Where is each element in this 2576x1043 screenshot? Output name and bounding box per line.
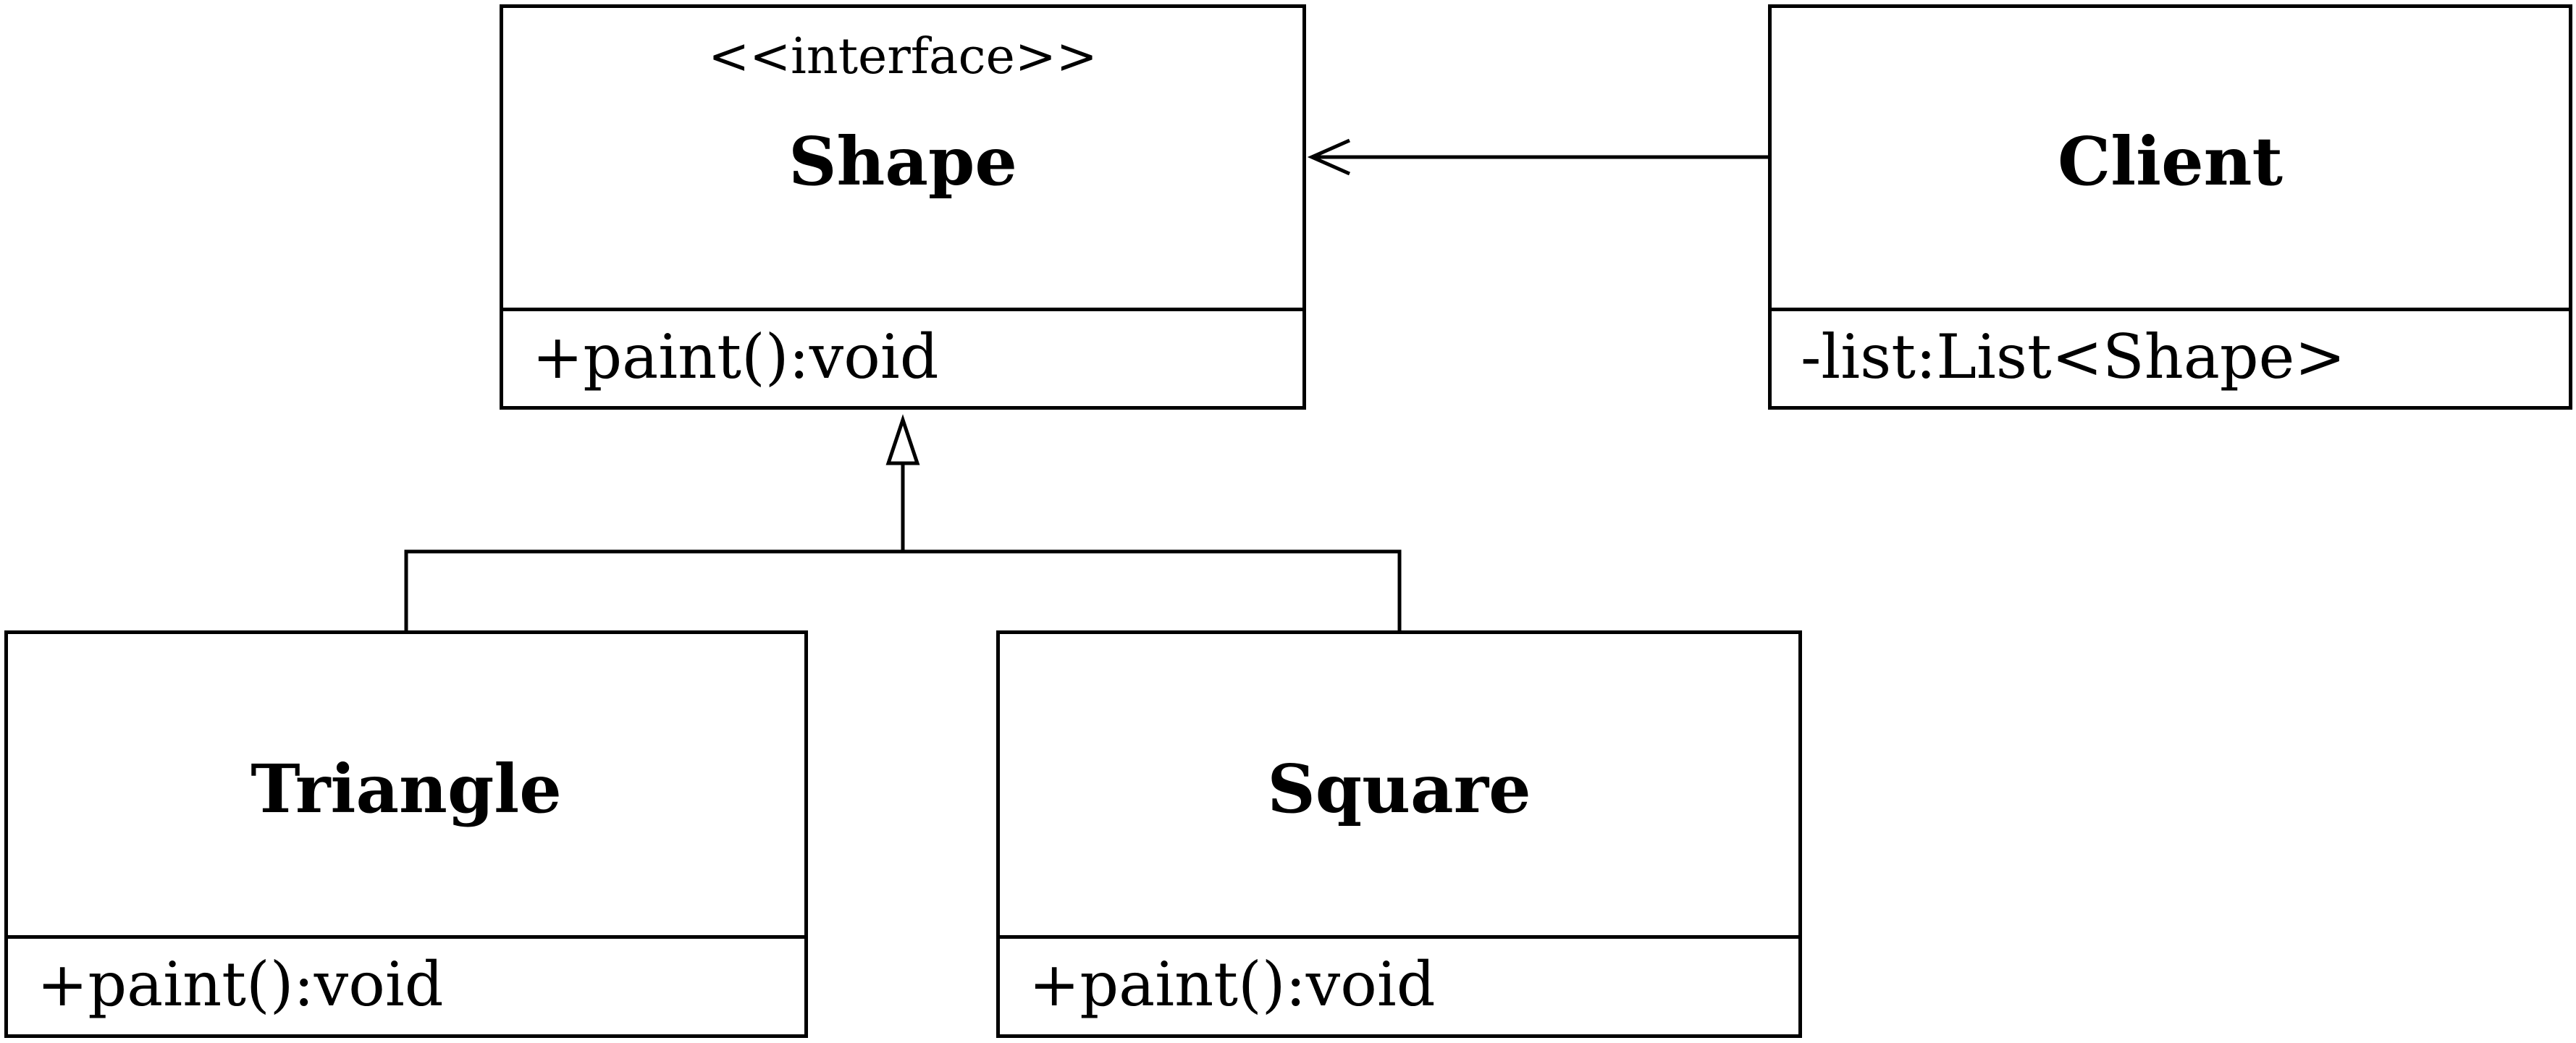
hollow-triangle-arrowhead-icon xyxy=(885,414,920,465)
class-name-section: <<interface>> Shape xyxy=(503,8,1302,311)
class-member: +paint():void xyxy=(532,321,939,392)
open-arrowhead-icon xyxy=(1307,138,1351,176)
class-member: +paint():void xyxy=(37,949,444,1020)
realization-line-triangle xyxy=(404,549,903,630)
class-box-shape[interactable]: <<interface>> Shape +paint():void xyxy=(500,4,1306,410)
stereotype-label: <<interface>> xyxy=(708,28,1098,85)
class-member-section: +paint():void xyxy=(503,308,1302,406)
class-member: -list:List<Shape> xyxy=(1801,321,2346,392)
class-member: +paint():void xyxy=(1029,949,1436,1020)
class-box-triangle[interactable]: Triangle +paint():void xyxy=(4,630,808,1038)
class-box-client[interactable]: Client -list:List<Shape> xyxy=(1768,4,2572,410)
class-member-section: +paint():void xyxy=(8,935,804,1034)
class-name: Square xyxy=(1267,750,1531,828)
class-name-section: Triangle xyxy=(8,634,804,939)
class-box-square[interactable]: Square +paint():void xyxy=(996,630,1802,1038)
class-name: Shape xyxy=(788,122,1017,200)
class-name-section: Square xyxy=(1000,634,1798,939)
class-member-section: +paint():void xyxy=(1000,935,1798,1034)
class-name-section: Client xyxy=(1772,8,2569,311)
realization-line-square xyxy=(903,549,1402,630)
class-name: Client xyxy=(2057,122,2284,200)
class-member-section: -list:List<Shape> xyxy=(1772,308,2569,406)
class-name: Triangle xyxy=(251,750,562,828)
